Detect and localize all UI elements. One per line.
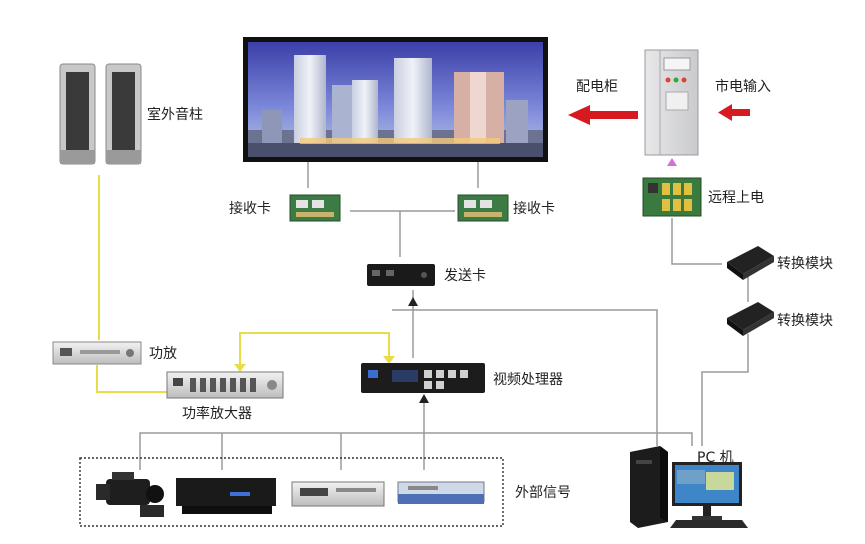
amplifier: [52, 341, 142, 365]
set-top-box: [176, 478, 276, 514]
outdoor-speakers: [59, 63, 142, 165]
amplifier-label: 功放: [149, 346, 177, 362]
receiver-card-left: [289, 194, 341, 222]
sender-card: [367, 264, 435, 286]
external-signal-group-border: [79, 457, 504, 527]
remote-power-label: 远程上电: [708, 190, 764, 206]
dvd-player: [291, 481, 385, 507]
receiver-card-right: [457, 194, 509, 222]
converter-2-label: 转换模块: [777, 312, 833, 329]
sender-card-label: 发送卡: [444, 268, 486, 284]
amp-input-arrow: [234, 364, 246, 372]
converter-module-2: [727, 302, 774, 336]
pc-computer: [630, 446, 748, 528]
outdoor-speakers-label: 室外音柱: [147, 106, 203, 123]
remote-power-board: [642, 177, 702, 217]
power-amplifier: [166, 371, 284, 399]
mains-input-arrow: [718, 104, 750, 121]
power-amplifier-label: 功率放大器: [182, 405, 252, 422]
external-signal-label: 外部信号: [515, 485, 571, 501]
processor-audio-arrow: [383, 356, 395, 364]
receiver-card-left-label: 接收卡: [229, 200, 271, 217]
led-screen: [243, 37, 548, 162]
mains-input-label: 市电输入: [715, 78, 771, 95]
receiver-card-right-label: 接收卡: [513, 200, 555, 217]
video-processor-label: 视频处理器: [493, 372, 563, 388]
pc-label: PC 机: [697, 450, 734, 466]
distribution-output-arrow: [568, 105, 638, 125]
processor-up-arrow: [408, 297, 418, 306]
converter-1-label: 转换模块: [777, 255, 833, 272]
converter-module-1: [727, 246, 774, 280]
distribution-cabinet: [644, 49, 699, 156]
video-camera: [96, 472, 164, 517]
media-player: [397, 481, 485, 504]
external-to-processor-arrow: [419, 394, 429, 403]
connection-lines: [96, 160, 749, 470]
distribution-cabinet-label: 配电柜: [576, 79, 618, 95]
video-processor: [361, 363, 485, 393]
remote-power-arrow: [667, 158, 677, 166]
